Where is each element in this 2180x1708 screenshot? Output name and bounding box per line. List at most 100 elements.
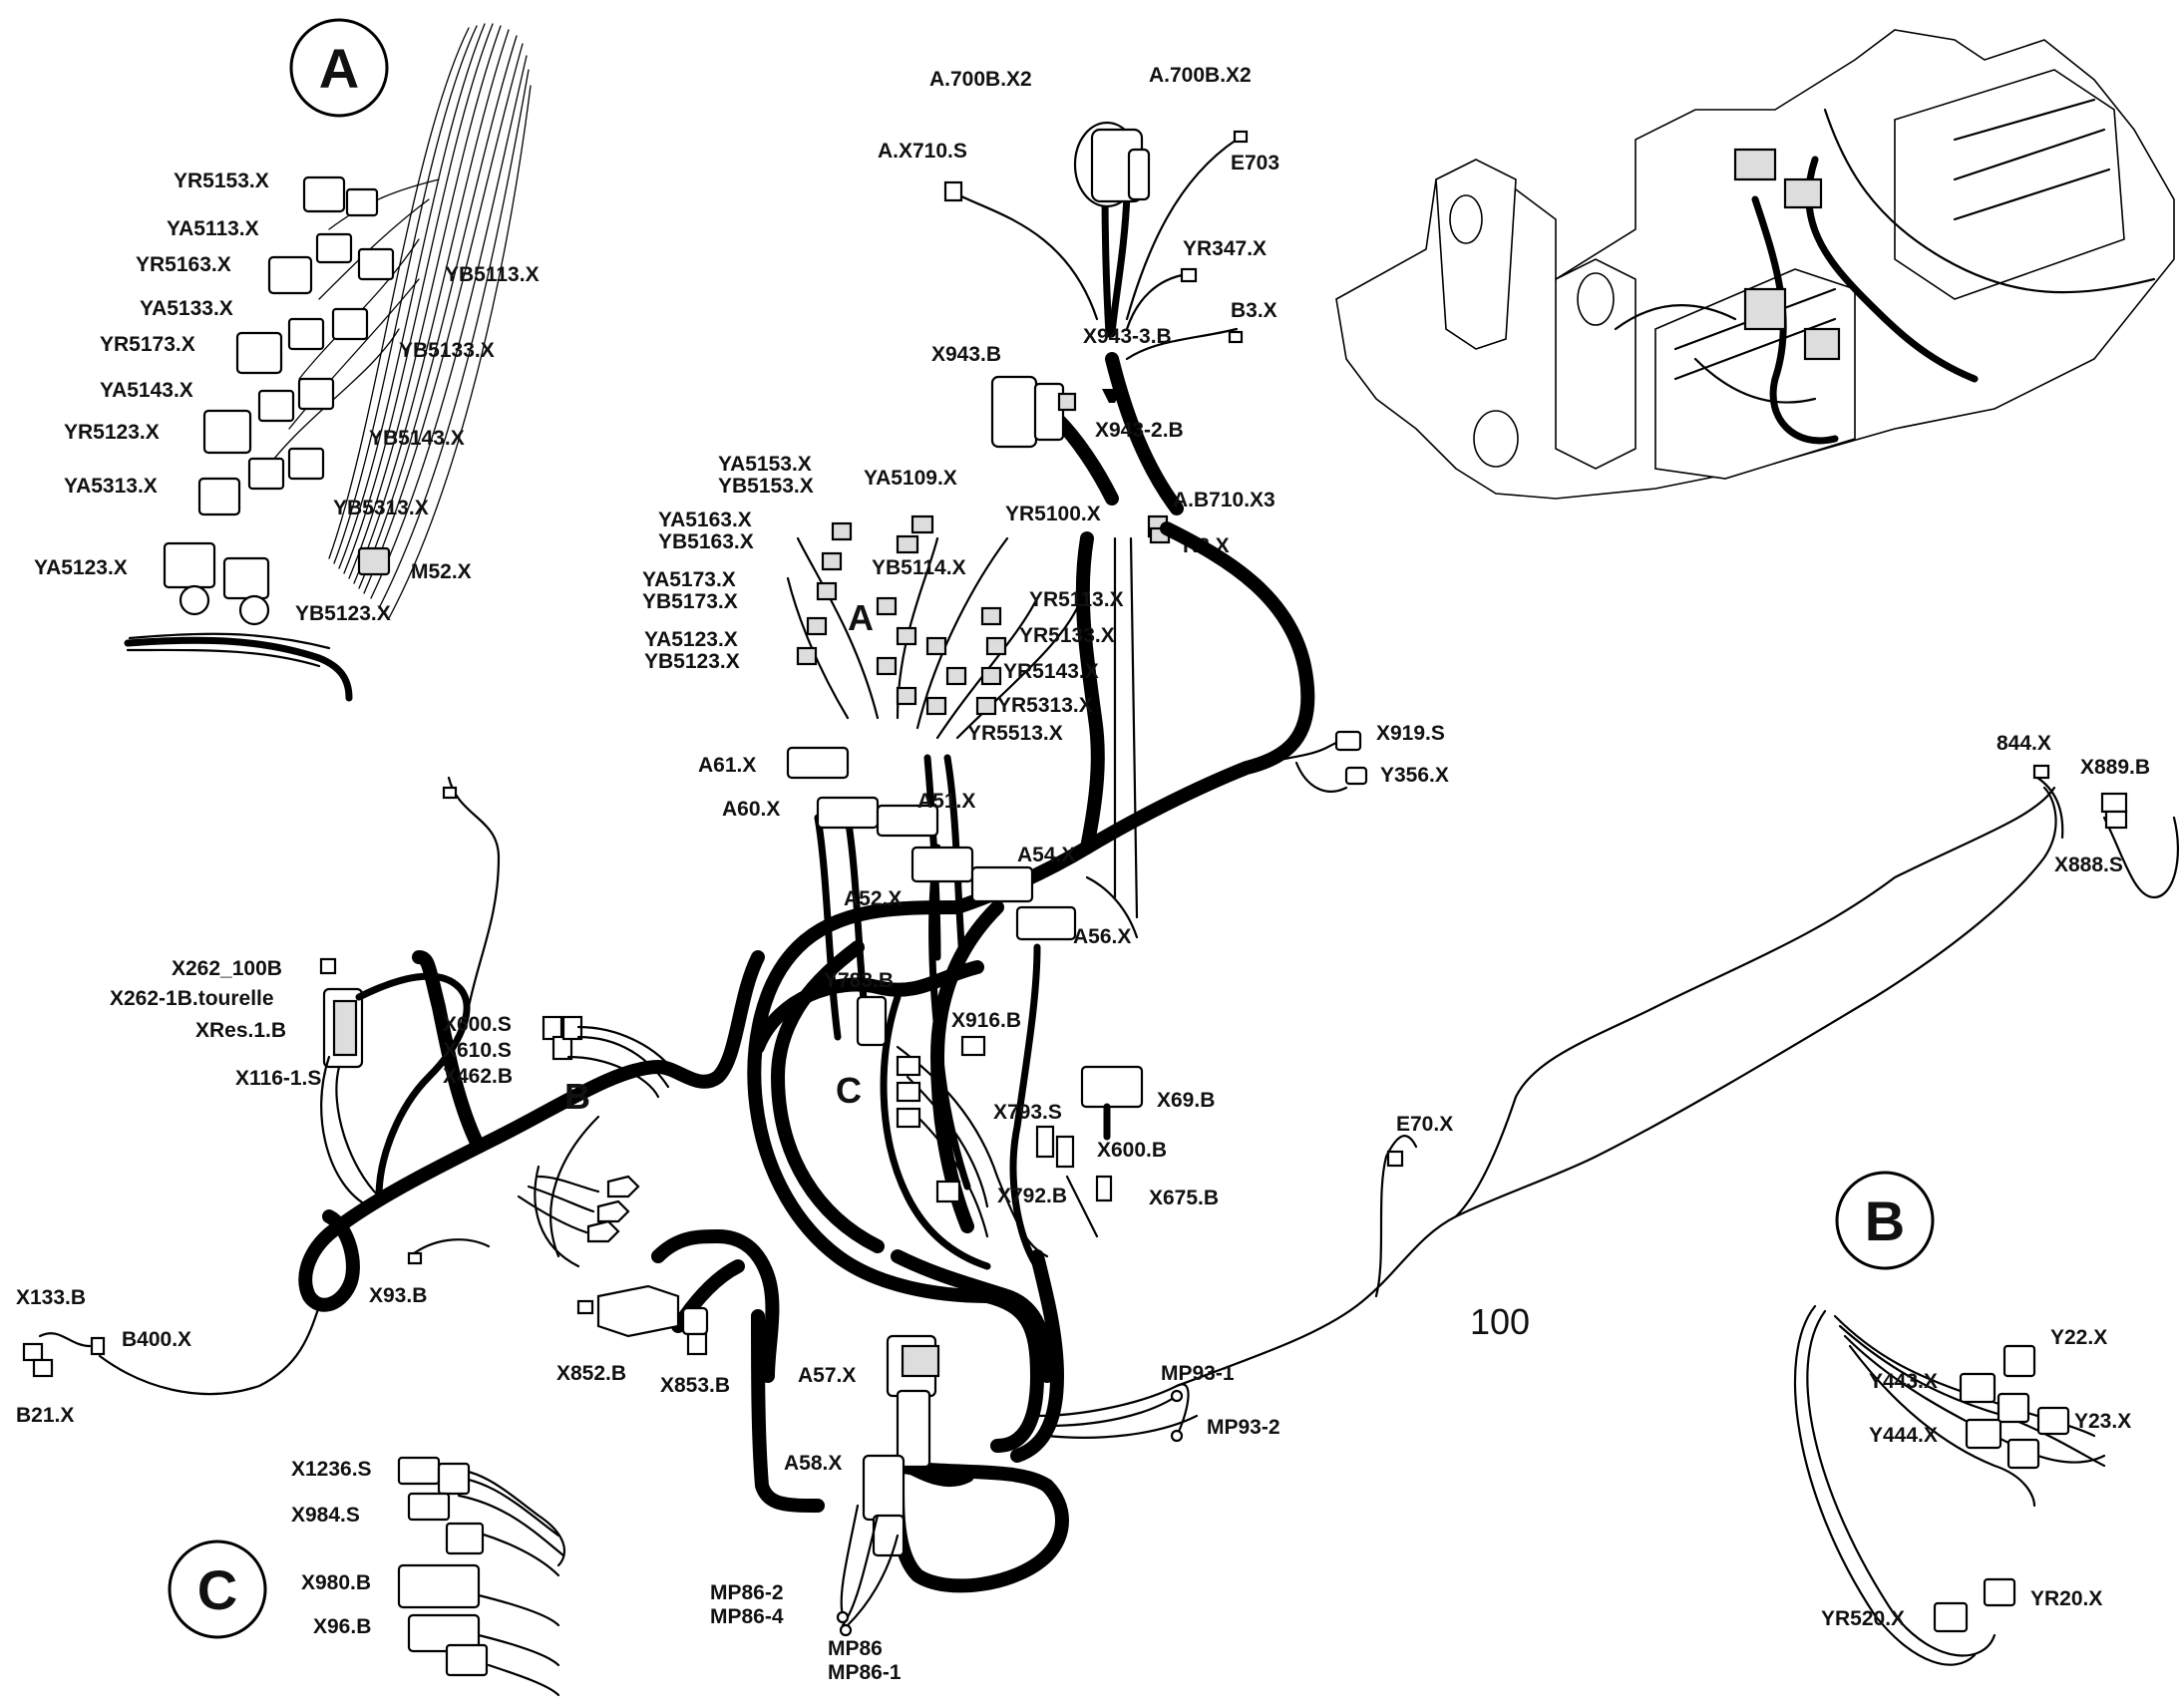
label-844x: 844.X [1997, 732, 2051, 755]
label-yb5173: YB5173.X [642, 590, 738, 613]
label-yr5153-a: YR5153.X [174, 170, 269, 192]
label-x116-1s: X116-1.S [235, 1067, 321, 1090]
connector-y783b [856, 995, 888, 1047]
main-harness: YA5153.X YB5153.X YA5109.X YA5163.X YB51… [16, 453, 2180, 1684]
label-y444x: Y444.X [1869, 1424, 1938, 1447]
label-x980b: X980.B [301, 1571, 371, 1594]
label-ab710x3: A.B710.X3 [1173, 489, 1275, 512]
label-x262-1b: X262-1B.tourelle [110, 987, 274, 1010]
label-yr20x: YR20.X [2030, 1587, 2102, 1610]
connector-x792b [1035, 1125, 1075, 1169]
zone-b-letter: B [564, 1076, 590, 1117]
label-x462b: X462.B [443, 1065, 513, 1088]
label-y356x: Y356.X [1380, 764, 1449, 787]
connector-b21 [22, 1342, 54, 1378]
top-center-group: A.700B.X2 A.700B.X2 A.X710.S E703 YR347.… [878, 64, 1279, 557]
label-ya5133-a: YA5133.X [140, 297, 233, 320]
label-ya5153: YA5153.X [718, 453, 812, 476]
label-x852b: X852.B [556, 1362, 626, 1385]
label-yb5163: YB5163.X [658, 530, 754, 553]
label-a700b-x2-left: A.700B.X2 [929, 68, 1032, 91]
label-x1236s: X1236.S [291, 1458, 372, 1481]
detail-a-connectors [163, 175, 395, 626]
connector-e70 [1386, 1150, 1404, 1168]
connector-a700b [1073, 121, 1151, 208]
label-x69b: X69.B [1157, 1089, 1215, 1112]
label-e703: E703 [1231, 152, 1279, 174]
label-yr347: YR347.X [1183, 237, 1267, 260]
connector-yr347 [1180, 267, 1198, 283]
label-a52x: A52.X [844, 887, 902, 910]
detail-c-group: C X1236.S X984.S X980.B X96.B [168, 1456, 566, 1697]
label-yb5113-a: YB5113.X [445, 263, 540, 286]
detail-c-connectors [397, 1456, 489, 1677]
connector-top-left-x [442, 786, 458, 800]
label-a54x: A54.X [1017, 844, 1075, 866]
label-x943b: X943.B [931, 343, 1001, 366]
detail-a-group: A [34, 18, 540, 702]
detail-b-group: B Y22.X Y443.X Y23.X Y444.X YR520.X YR20… [1793, 1171, 2131, 1666]
label-a57x: A57.X [798, 1364, 856, 1387]
connector-x853 [681, 1306, 709, 1356]
label-a58x: A58.X [784, 1452, 842, 1475]
zone-b-small-connectors [586, 1175, 640, 1243]
connector-a58 [862, 1454, 906, 1557]
connector-x943b [990, 375, 1077, 449]
label-x93b: X93.B [369, 1284, 427, 1307]
label-mp93-2: MP93-2 [1207, 1416, 1280, 1439]
label-x610s: X610.S [443, 1039, 512, 1062]
label-x262-100b: X262_100B [172, 957, 282, 980]
label-mp86-4: MP86-4 [710, 1605, 784, 1628]
label-a56x: A56.X [1073, 925, 1131, 948]
detail-a-wire-bundle [258, 23, 532, 619]
label-b3x: B3.X [1231, 299, 1277, 322]
label-yb5313-a: YB5313.X [333, 497, 429, 519]
label-a51x: A51.X [917, 790, 975, 813]
label-yr5113: YR5113.X [1029, 588, 1124, 611]
connector-x262 [319, 957, 364, 1069]
connector-x943-3b [1102, 389, 1122, 403]
label-yr520x: YR520.X [1821, 1607, 1905, 1630]
label-a700b-x2-right: A.700B.X2 [1149, 64, 1252, 87]
label-mp86-2: MP86-2 [710, 1581, 784, 1604]
connector-x889 [2100, 792, 2128, 830]
label-x793s: X793.S [993, 1101, 1062, 1124]
label-yr5123-a: YR5123.X [64, 421, 160, 444]
connector-x69b [1080, 1065, 1144, 1141]
label-y22x: Y22.X [2050, 1326, 2107, 1349]
label-x889b: X889.B [2080, 756, 2150, 779]
connector-b3x [1228, 330, 1244, 344]
machine-frame-illustration [1335, 29, 2175, 500]
label-yr5143: YR5143.X [1003, 660, 1099, 683]
zone-a-letter: A [848, 597, 874, 638]
label-ya5173: YA5173.X [642, 568, 736, 591]
connector-x675b [1095, 1175, 1113, 1202]
label-x916b: X916.B [951, 1009, 1021, 1032]
label-yb5143-a: YB5143.X [369, 427, 465, 450]
label-ya5123-a: YA5123.X [34, 556, 128, 579]
label-x853b: X853.B [660, 1374, 730, 1397]
connector-ax710s [943, 180, 963, 202]
detail-b-marker [1835, 1171, 1935, 1270]
label-x675b: X675.B [1149, 1187, 1219, 1209]
label-ya5163: YA5163.X [658, 509, 752, 531]
label-ax710s: A.X710.S [878, 140, 967, 163]
label-x919s: X919.S [1376, 722, 1445, 745]
connector-844 [2032, 764, 2050, 780]
connector-x93b [407, 1251, 423, 1265]
connector-x852 [576, 1284, 680, 1338]
label-ya5123: YA5123.X [644, 628, 738, 651]
label-yr5173-a: YR5173.X [100, 333, 195, 356]
label-yr5133: YR5133.X [1019, 624, 1115, 647]
label-xres1b: XRes.1.B [195, 1019, 286, 1042]
connector-x600s [542, 1015, 583, 1061]
label-x600b: X600.B [1097, 1139, 1167, 1162]
label-b400x: B400.X [122, 1328, 191, 1351]
label-ya5113-a: YA5113.X [167, 217, 259, 240]
detail-a-marker [289, 18, 389, 118]
label-yr5513: YR5513.X [967, 722, 1063, 745]
label-x96b: X96.B [313, 1615, 371, 1638]
label-yb5153: YB5153.X [718, 475, 814, 498]
label-a61x: A61.X [698, 754, 756, 777]
label-x600s: X600.S [443, 1013, 512, 1036]
